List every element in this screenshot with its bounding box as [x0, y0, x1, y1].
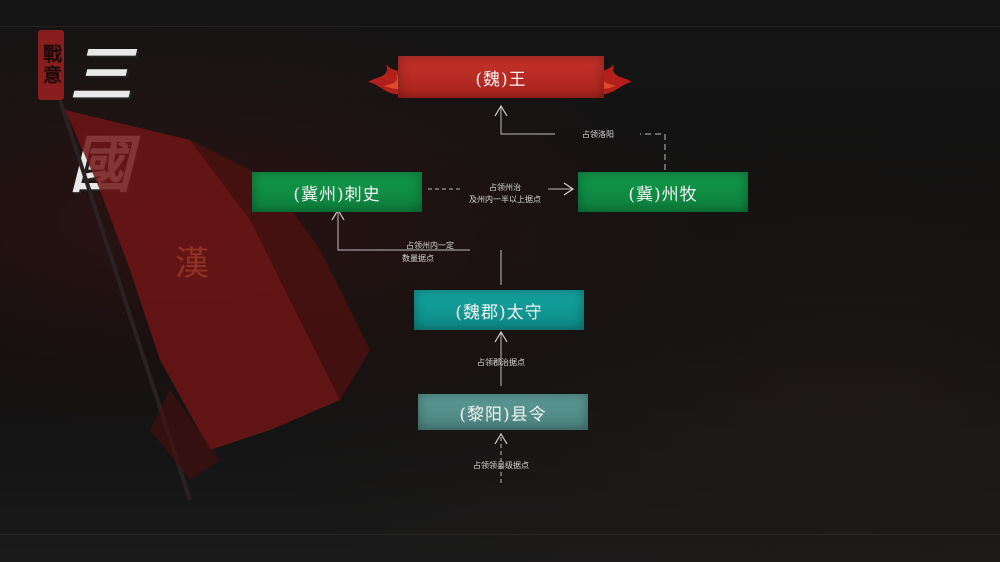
condition-to-governor-general-line2: 及州内一半以上据点: [469, 195, 541, 204]
rank-prefix: (冀): [628, 184, 662, 205]
condition-to-governor-line2: 数量据点: [402, 254, 434, 263]
rank-title: 太守: [506, 302, 543, 323]
logo-seal: 戰意: [38, 30, 64, 100]
condition-to-prefect: 占领郡治据点: [477, 358, 525, 367]
rank-node-governor: (冀州)刺史: [252, 172, 422, 212]
condition-to-magistrate: 占领领县级据点: [473, 461, 529, 470]
condition-to-king: 占领洛阳: [582, 130, 614, 139]
rank-title: 王: [508, 69, 527, 90]
banner-emblem: 漢: [175, 244, 209, 284]
rank-title: 县令: [510, 404, 547, 425]
rank-prefix: (黎阳): [459, 404, 511, 425]
han-banner-image: 漢: [58, 100, 370, 501]
rank-node-governor-general: (冀)州牧: [578, 172, 748, 212]
condition-to-governor-general-line1: 占领州治: [489, 183, 521, 192]
rank-title: 刺史: [344, 184, 381, 205]
rank-node-magistrate: (黎阳)县令: [418, 394, 588, 430]
top-divider: [0, 26, 1000, 27]
bottom-divider: [0, 534, 1000, 535]
rank-prefix: (冀州): [293, 184, 345, 205]
rank-prefix: (魏): [475, 69, 509, 90]
rank-prefix: (魏郡): [455, 302, 507, 323]
rank-title: 州牧: [661, 184, 698, 205]
rank-node-king: (魏)王: [398, 56, 604, 98]
condition-to-governor-line1: 占领州内一定: [406, 241, 454, 250]
rank-node-prefect: (魏郡)太守: [414, 290, 584, 330]
